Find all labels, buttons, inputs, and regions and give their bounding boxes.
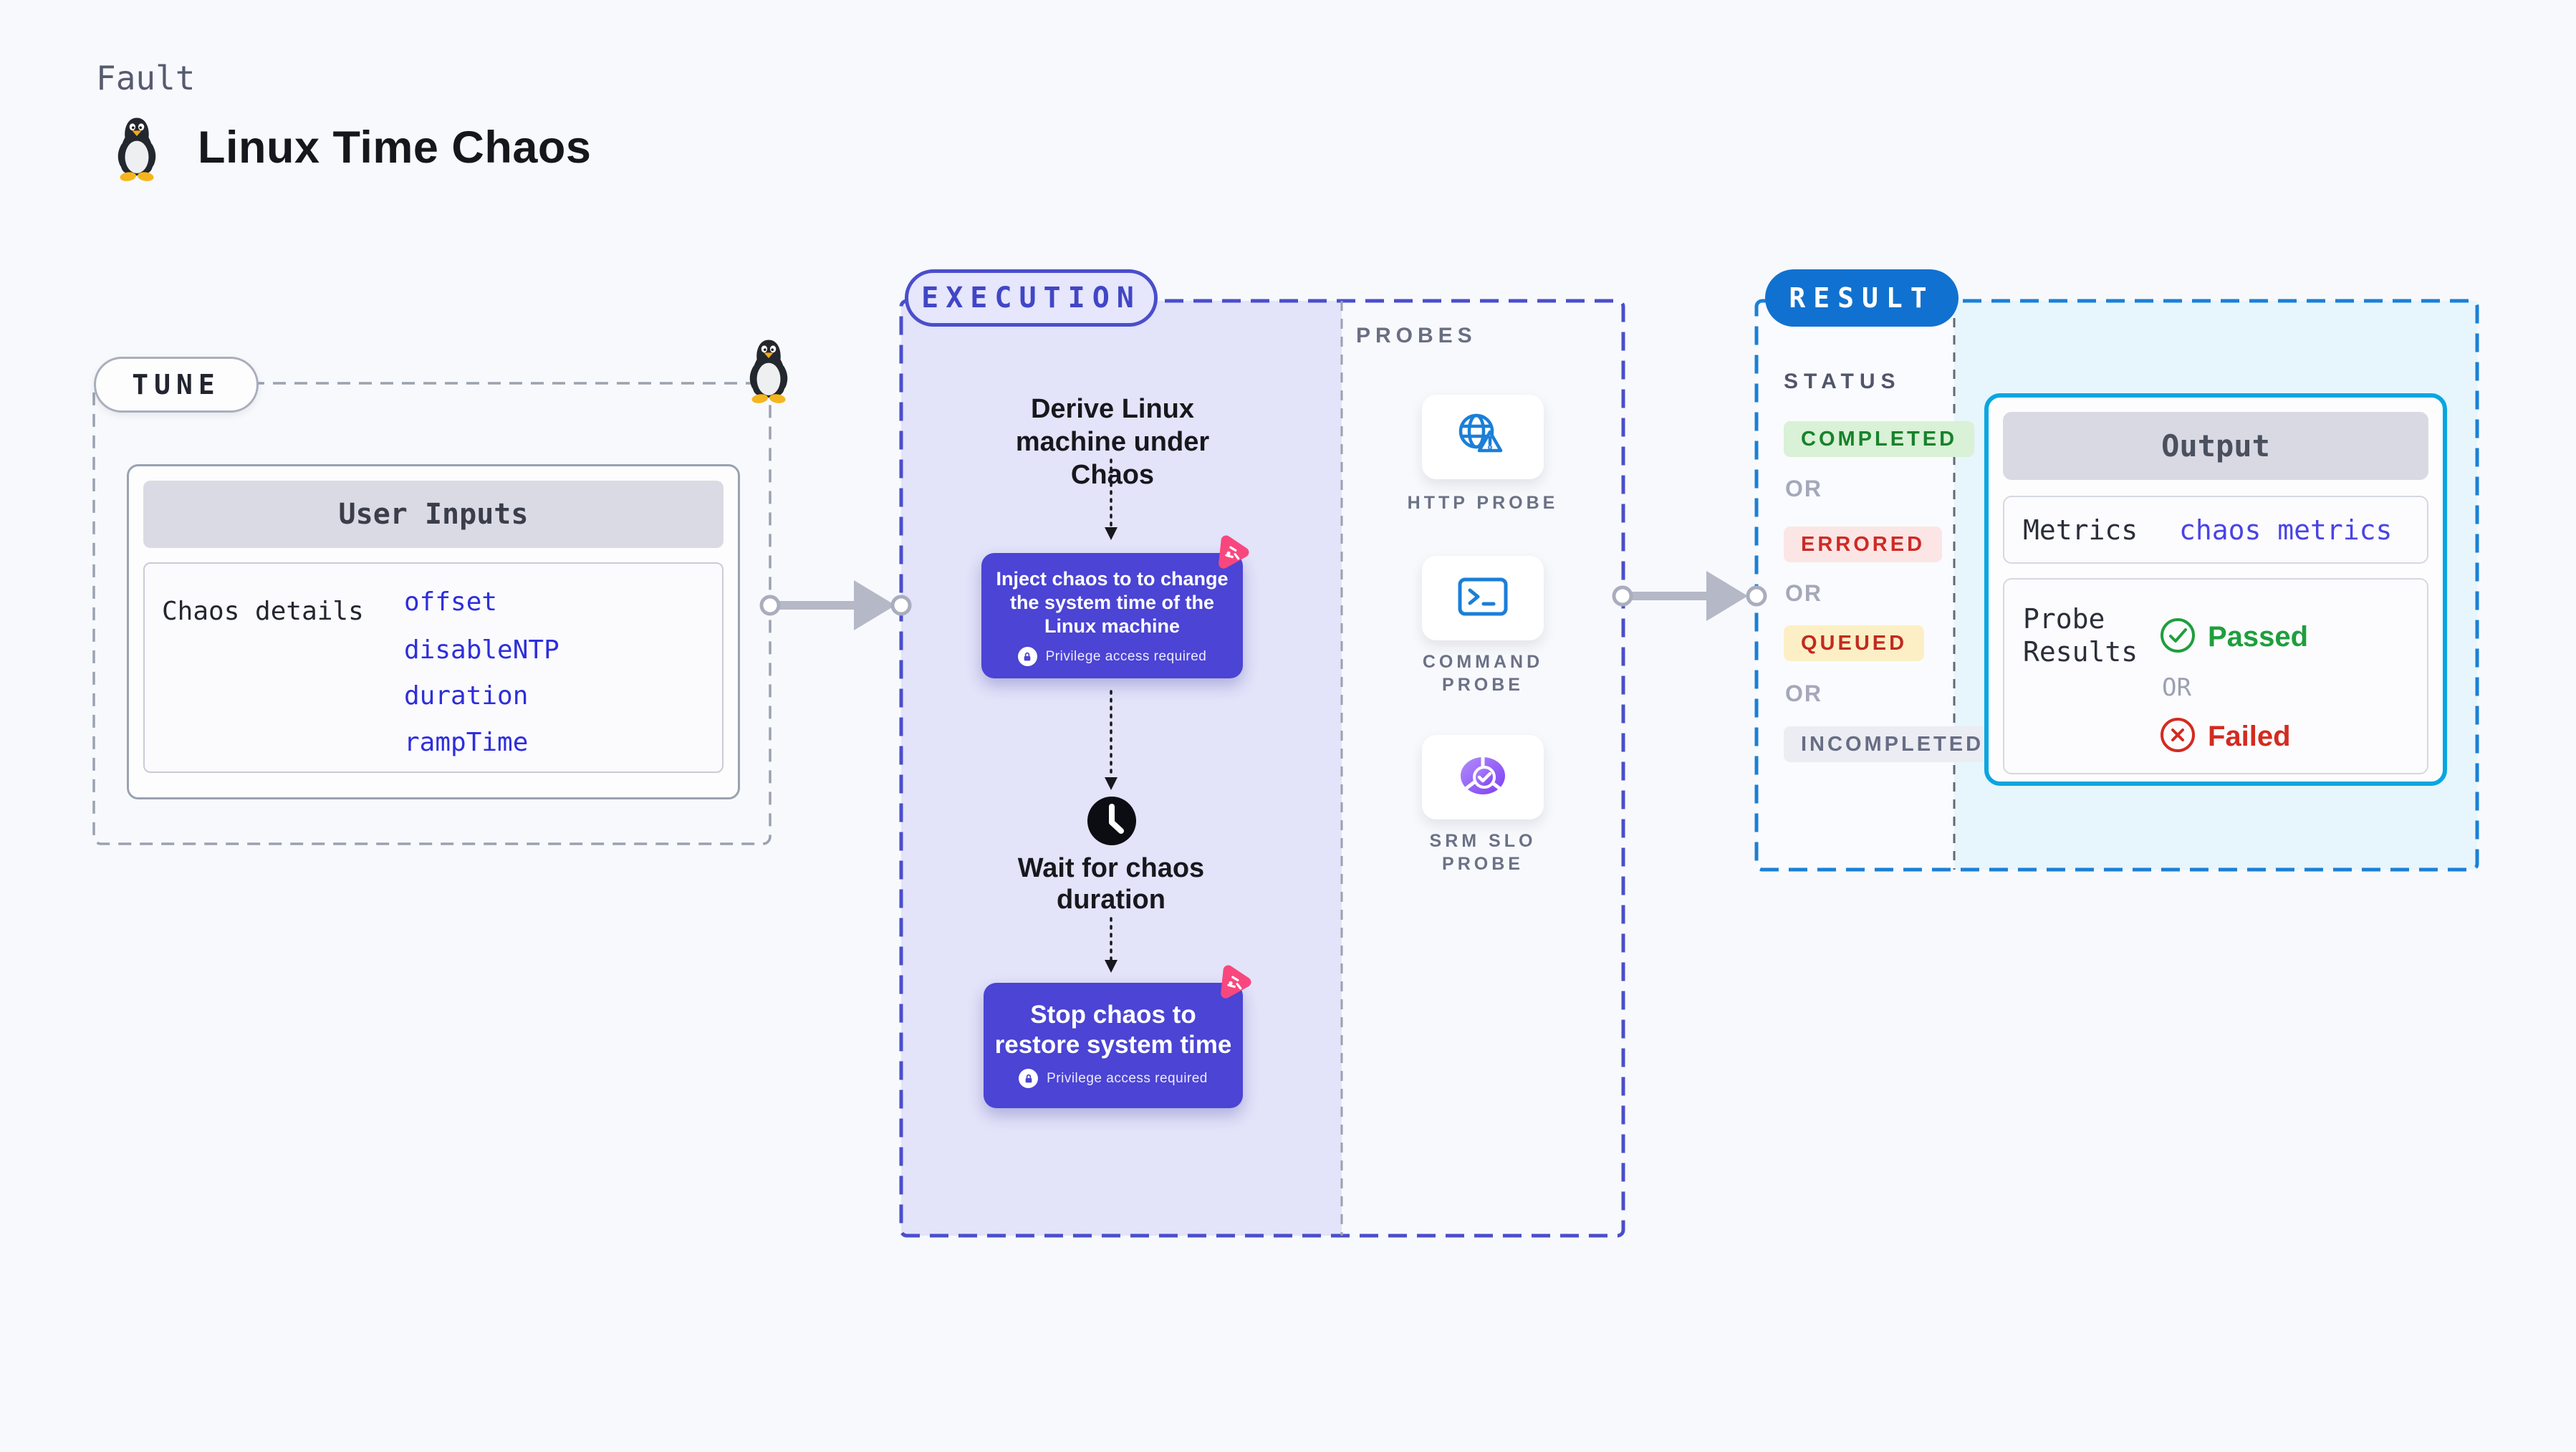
- output-title: Output: [2003, 412, 2428, 480]
- fault-eyebrow: Fault: [96, 59, 196, 97]
- http-probe-label: HTTP PROBE: [1407, 493, 1559, 513]
- tux-penguin-icon: [113, 112, 160, 183]
- metrics-label: Metrics: [2023, 514, 2138, 546]
- x-circle-icon: [2159, 716, 2196, 757]
- input-ramptime-link[interactable]: rampTime: [404, 728, 529, 757]
- lock-icon: [1019, 1069, 1039, 1088]
- stop-chaos-step: Stop chaos to restore system time Privil…: [984, 983, 1243, 1108]
- stop-step-line: Stop chaos to: [1030, 1001, 1196, 1029]
- result-stage-pill: RESULT: [1765, 269, 1959, 327]
- privilege-badge: Privilege access required: [1045, 648, 1207, 664]
- inject-chaos-step: Inject chaos to to change the system tim…: [981, 553, 1243, 678]
- status-badge-queued: QUEUED: [1784, 625, 1925, 661]
- srm-slo-probe-card[interactable]: [1422, 735, 1544, 819]
- wait-step-title: Wait for chaos duration: [1017, 853, 1205, 915]
- command-probe-label: COMMAND PROBE: [1422, 652, 1544, 695]
- slo-pie-icon: [1456, 753, 1509, 802]
- inject-step-line: Inject chaos to to change: [996, 568, 1229, 590]
- stop-step-line: restore system time: [994, 1031, 1232, 1059]
- srm-slo-probe-label: SRM SLO PROBE: [1429, 831, 1537, 874]
- user-inputs-title: User Inputs: [143, 481, 724, 548]
- or-separator: OR: [1785, 681, 1822, 706]
- lock-icon: [1017, 647, 1037, 666]
- http-probe-card[interactable]: [1422, 395, 1544, 479]
- globe-alert-icon: [1455, 410, 1511, 465]
- inject-step-line: Linux machine: [1044, 615, 1181, 637]
- passed-verdict: Passed: [2208, 621, 2309, 653]
- privilege-badge: Privilege access required: [1047, 1070, 1208, 1086]
- probes-section-label: PROBES: [1356, 324, 1477, 347]
- tune-stage-pill: TUNE: [94, 357, 259, 413]
- status-section-label: STATUS: [1784, 370, 1901, 393]
- metrics-row: Metrics chaos metrics: [2003, 496, 2428, 564]
- or-separator: OR: [1785, 580, 1822, 606]
- clock-icon: [1086, 795, 1138, 850]
- derive-step-title: Derive Linux machine under Chaos: [1015, 394, 1210, 490]
- chaos-details-label: Chaos details: [162, 597, 364, 626]
- probe-results-label: Probe Results: [2023, 603, 2138, 668]
- user-inputs-card: User Inputs Chaos details offset disable…: [127, 464, 740, 799]
- command-probe-card[interactable]: [1422, 556, 1544, 640]
- input-offset-link[interactable]: offset: [404, 587, 498, 617]
- failed-verdict: Failed: [2208, 721, 2291, 752]
- input-disablentp-link[interactable]: disableNTP: [404, 635, 559, 665]
- input-duration-link[interactable]: duration: [404, 681, 529, 711]
- probe-results-row: Probe Results Passed OR: [2003, 578, 2428, 774]
- or-separator: OR: [2162, 673, 2191, 702]
- chaos-logo-icon: [1211, 960, 1256, 1005]
- status-badge-incompleted: INCOMPLETED: [1784, 726, 2001, 762]
- chaos-logo-icon: [1209, 530, 1254, 575]
- status-badge-errored: ERRORED: [1784, 527, 1943, 562]
- inject-step-line: the system time of the: [1009, 592, 1215, 613]
- terminal-icon: [1457, 576, 1509, 621]
- check-circle-icon: [2159, 617, 2196, 658]
- or-separator: OR: [1785, 476, 1822, 501]
- status-badge-completed: COMPLETED: [1784, 421, 1975, 457]
- page-title: Linux Time Chaos: [198, 122, 592, 173]
- output-panel: Output Metrics chaos metrics Probe Resul…: [1984, 393, 2447, 786]
- execution-stage-pill: EXECUTION: [905, 269, 1158, 327]
- tux-penguin-icon: [745, 334, 792, 405]
- user-inputs-table: Chaos details offset disableNTP duration…: [143, 562, 724, 773]
- chaos-metrics-link[interactable]: chaos metrics: [2179, 514, 2393, 546]
